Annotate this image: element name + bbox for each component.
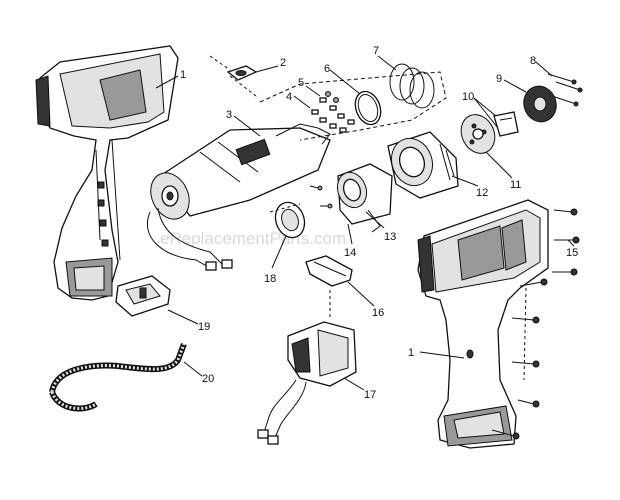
callout-8: 8 (530, 55, 536, 67)
parts-4-5-small-pins (311, 91, 355, 133)
callout-9: 9 (496, 73, 502, 85)
callout-1-right-housing: 1 (408, 347, 414, 359)
part-7-spring (389, 63, 435, 109)
callout-16: 16 (372, 307, 384, 319)
part-8-pins (547, 73, 583, 107)
part-12-clutch-collar (387, 131, 459, 199)
part-6-ring (354, 90, 382, 126)
part-9-disk (523, 85, 557, 123)
callout-7: 7 (373, 45, 379, 57)
part-20-lanyard (49, 342, 187, 412)
callout-15: 15 (566, 247, 578, 259)
callout-18: 18 (264, 273, 276, 285)
part-17-switch-assembly (257, 321, 357, 445)
callout-1-left-housing: 1 (180, 69, 186, 81)
part-16-forward-reverse-button (305, 255, 353, 318)
callout-13: 13 (384, 231, 396, 243)
callout-2: 2 (280, 57, 286, 69)
callout-numbers: 1 2 3 4 5 6 7 8 9 10 11 12 13 14 15 16 1… (180, 45, 578, 401)
callout-12: 12 (476, 187, 488, 199)
callout-14: 14 (344, 247, 356, 259)
callout-19: 19 (198, 321, 210, 333)
callout-3: 3 (226, 109, 232, 121)
callout-6: 6 (324, 63, 330, 75)
callout-17: 17 (364, 389, 376, 401)
part-3-motor (146, 123, 331, 271)
callout-4: 4 (286, 91, 292, 103)
part-19-terminal-block (115, 275, 171, 317)
left-housing-half (35, 45, 179, 301)
part-15-screws (491, 208, 580, 440)
callout-11: 11 (510, 179, 521, 191)
callout-10: 10 (462, 91, 474, 103)
leader-lines (155, 55, 575, 391)
part-2-plate (209, 55, 258, 97)
part-18-ring (269, 201, 306, 239)
callout-20: 20 (202, 373, 214, 385)
part-10-clip (493, 111, 519, 137)
callout-5: 5 (298, 77, 304, 89)
part-13-gear-housing (309, 163, 393, 233)
right-housing-half (417, 199, 549, 449)
